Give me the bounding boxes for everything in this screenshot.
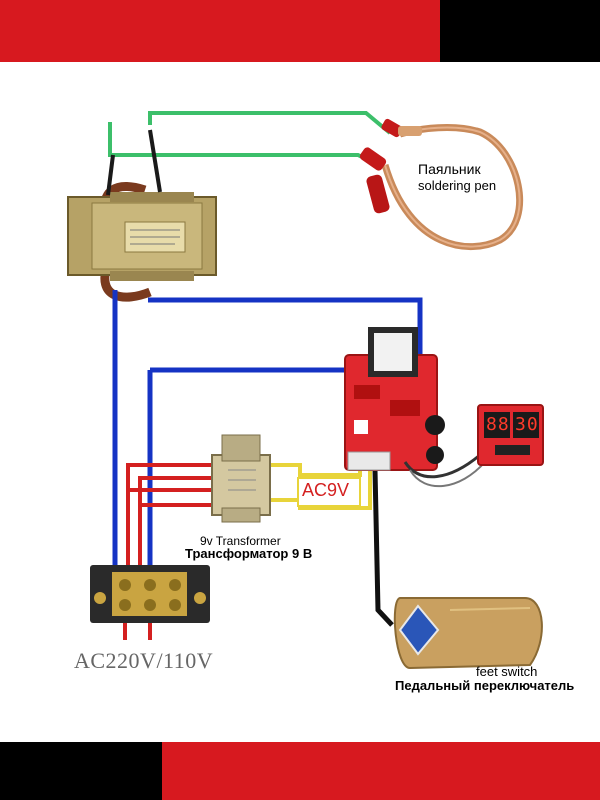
foot-switch-label-en: feet switch [476,664,538,679]
ac9v-box [297,477,361,507]
soldering-pen-label-ru: Паяльник [418,161,481,177]
header-black-band [440,0,600,62]
red-wires [123,463,212,640]
blue-wires [112,290,423,572]
display-module [477,404,544,466]
footer-black-band [0,742,162,800]
mains-voltage-label: AC220V/110V [74,648,214,673]
header-red-band [0,0,440,62]
transformer-label-en: 9v Transformer [200,534,281,548]
black-wire [372,469,394,627]
main-transformer [67,129,217,302]
display-left-digits: 88 [486,414,510,435]
foot-switch [393,597,543,670]
small-transformer [211,434,271,523]
transformer-label-ru: Трансформатор 9 В [185,546,313,561]
ac9v-label: AC9V [302,480,350,500]
display-right-digits: 30 [515,414,539,435]
soldering-pen-label-en: soldering pen [418,178,497,193]
mains-terminal-block [90,565,210,623]
foot-switch-label-ru: Педальный переключатель [395,678,575,693]
control-board [344,327,486,488]
soldering-pen [359,118,524,251]
footer-red-band [162,742,600,800]
